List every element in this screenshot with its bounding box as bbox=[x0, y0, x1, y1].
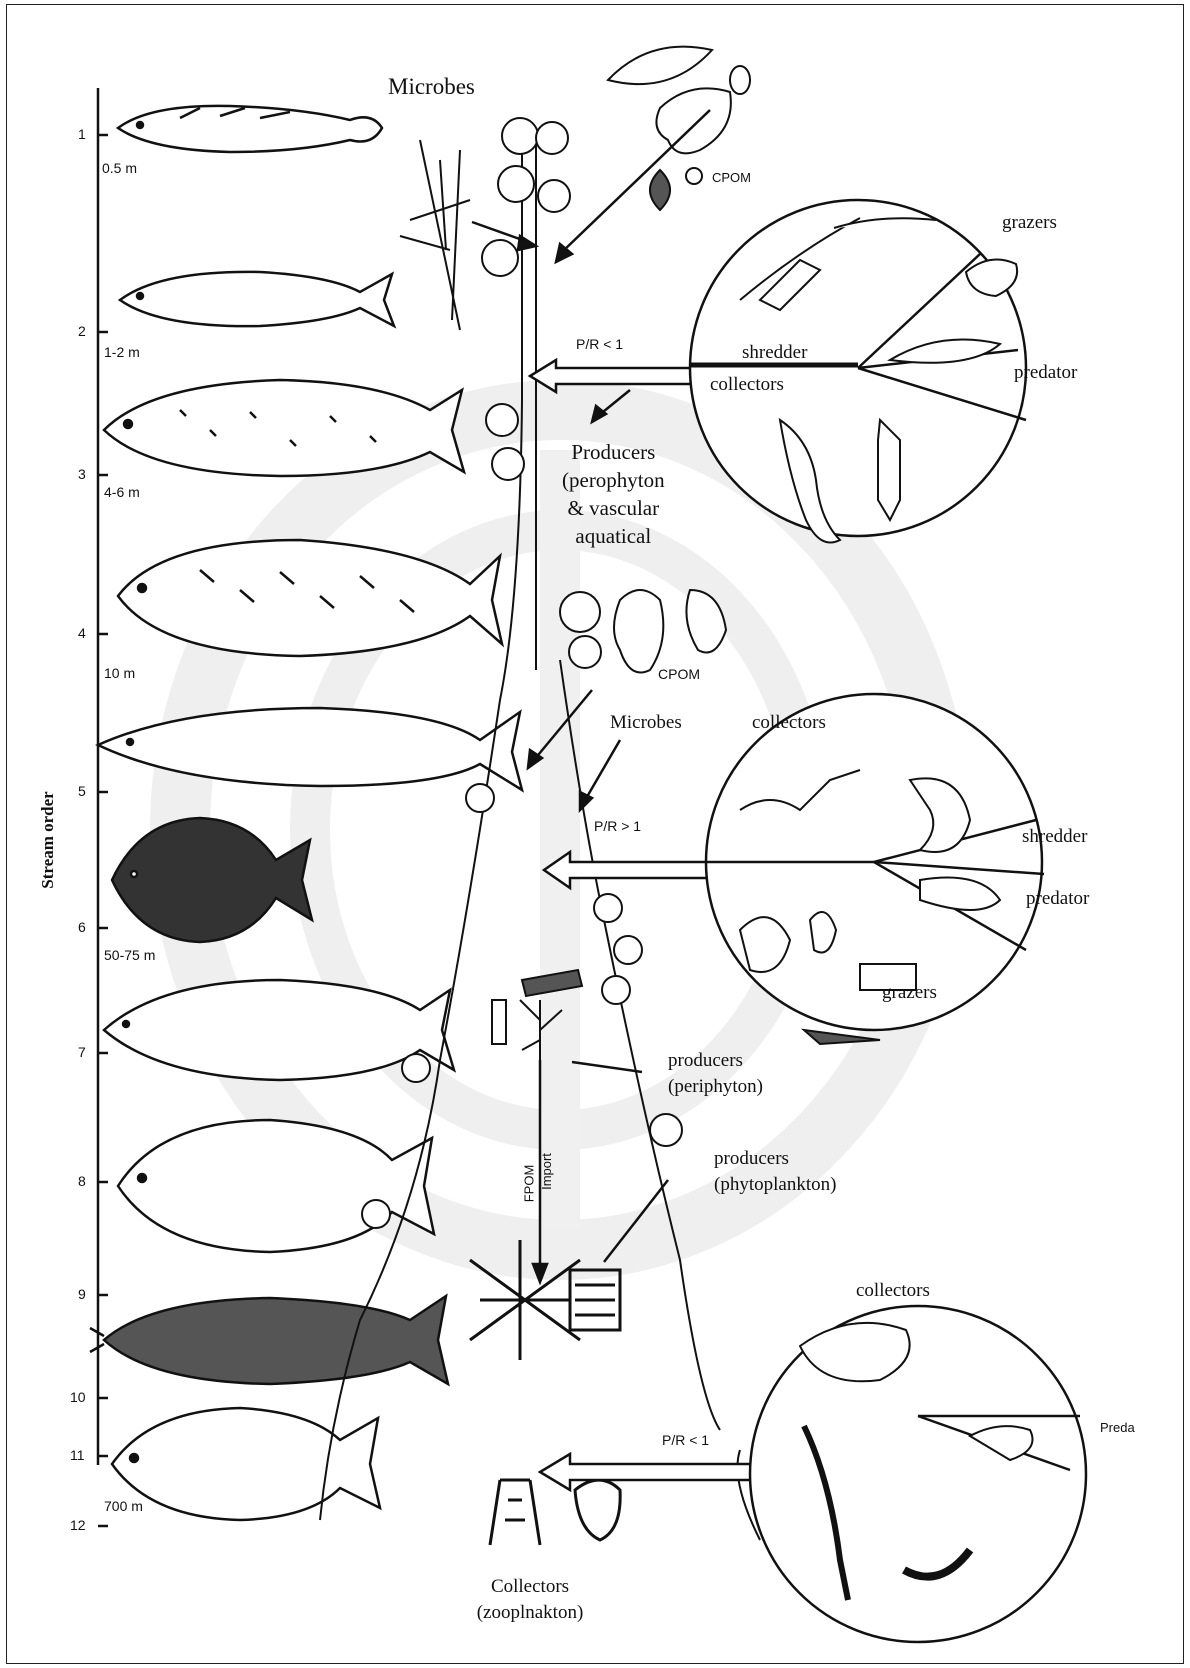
circle-mid-shredder: shredder bbox=[1022, 826, 1087, 848]
axis-tick-label: 5 bbox=[78, 783, 86, 799]
width-label-5: 50-75 m bbox=[104, 947, 155, 963]
fish-sunfish-icon bbox=[112, 818, 312, 942]
stream-order-axis bbox=[98, 88, 108, 1526]
microbes-top-label: Microbes bbox=[388, 74, 475, 100]
microbes-mid-label: Microbes bbox=[610, 712, 682, 734]
fpom-label: FPOM bbox=[521, 1165, 536, 1203]
width-label-6: 700 m bbox=[104, 1498, 143, 1514]
axis-tick-label: 4 bbox=[78, 625, 86, 641]
circle-mid-collectors: collectors bbox=[752, 712, 826, 734]
axis-tick-label: 7 bbox=[78, 1044, 86, 1060]
import-label: Import bbox=[539, 1153, 554, 1190]
circle-mid-grazers: grazers bbox=[882, 982, 937, 1004]
cpom-mid-label: CPOM bbox=[658, 666, 700, 682]
circle-top-grazers: grazers bbox=[1002, 212, 1057, 234]
axis-tick-label: 11 bbox=[70, 1447, 85, 1463]
cpom-top-label: CPOM bbox=[712, 170, 751, 185]
collectors-zooplankton-label: Collectors (zooplnakton) bbox=[470, 1574, 590, 1626]
fish-sculpin-icon bbox=[118, 106, 382, 152]
circle-top-predator: predator bbox=[1014, 362, 1077, 384]
axis-tick-label: 6 bbox=[78, 919, 86, 935]
axis-tick-label: 10 bbox=[70, 1389, 86, 1405]
plankton-icons bbox=[470, 1240, 620, 1545]
pr-mid-label: P/R > 1 bbox=[594, 818, 641, 834]
width-label-4: 10 m bbox=[104, 665, 135, 681]
producers-phytoplankton-label: producers (phytoplankton) bbox=[714, 1146, 836, 1198]
width-label-2: 1-2 m bbox=[104, 344, 140, 360]
axis-tick-label: 2 bbox=[78, 323, 86, 339]
pr-top-label: P/R < 1 bbox=[576, 336, 623, 352]
axis-tick-label: 8 bbox=[78, 1173, 86, 1189]
pr-bottom-label: P/R < 1 bbox=[662, 1432, 709, 1448]
circle-top-collectors: collectors bbox=[710, 374, 784, 396]
fish-catfish-icon bbox=[90, 1296, 448, 1384]
fish-dace-icon bbox=[120, 272, 394, 326]
width-label-3: 4-6 m bbox=[104, 484, 140, 500]
circle-mid-predator: predator bbox=[1026, 888, 1089, 910]
axis-tick-label: 9 bbox=[78, 1286, 86, 1302]
circle-bottom-predator: Preda bbox=[1100, 1420, 1135, 1435]
axis-tick-label: 1 bbox=[78, 126, 86, 142]
circle-top-shredder: shredder bbox=[742, 342, 807, 364]
axis-title: Stream order bbox=[38, 780, 58, 900]
width-label-1: 0.5 m bbox=[102, 160, 137, 176]
producers-periphyton-label: producers (periphyton) bbox=[668, 1048, 763, 1100]
circle-bottom-collectors: collectors bbox=[856, 1280, 930, 1302]
producers-mid-label: Producers (perophyton & vascular aquatic… bbox=[562, 438, 665, 550]
axis-tick-label: 3 bbox=[78, 466, 86, 482]
vascular-plant-icon bbox=[400, 140, 470, 330]
fish-shad-icon bbox=[112, 1408, 380, 1520]
circle-river bbox=[750, 1306, 1086, 1642]
axis-tick-label: 12 bbox=[70, 1517, 86, 1533]
